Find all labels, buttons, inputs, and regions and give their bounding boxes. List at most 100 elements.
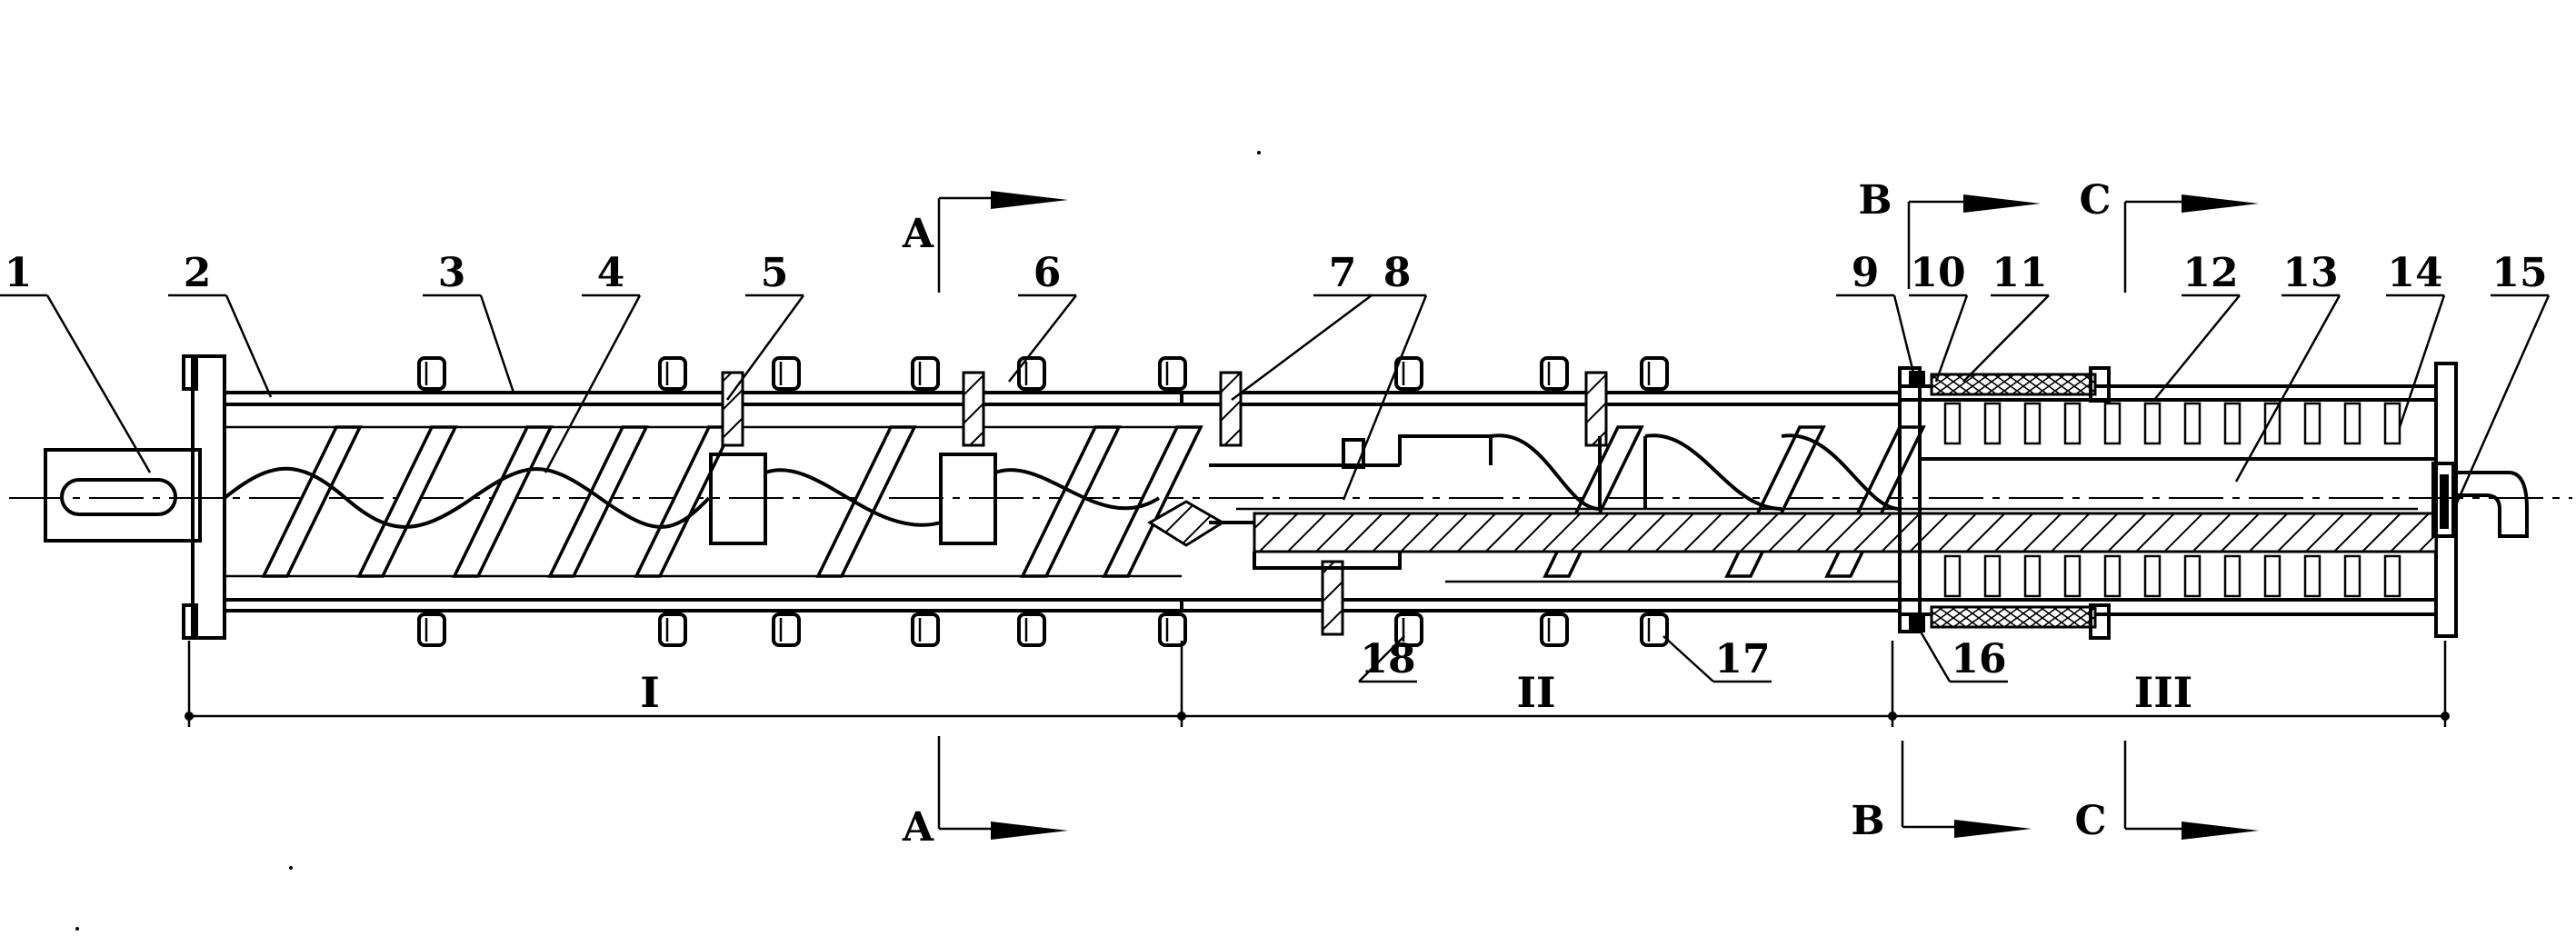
vent-tooth xyxy=(2383,554,2401,598)
bolt xyxy=(1540,612,1569,647)
filter-section xyxy=(1898,366,2529,640)
callout-14: 14 xyxy=(2386,250,2446,428)
callout-label: 16 xyxy=(1951,636,2006,682)
barrel xyxy=(225,362,2458,638)
bolt xyxy=(417,356,446,391)
cut-label-c-top: C xyxy=(2079,177,2111,224)
callout-label: 13 xyxy=(2282,250,2338,296)
vent-tooth xyxy=(2223,554,2242,598)
bolt xyxy=(1540,356,1569,391)
vent-tooth xyxy=(2263,554,2281,598)
screw-flight xyxy=(1543,425,1644,578)
bolt xyxy=(911,612,940,647)
bolt xyxy=(658,356,687,391)
callout-label: 7 xyxy=(1329,250,1357,296)
cut-plane-b xyxy=(1901,194,2041,838)
bolt xyxy=(1017,612,1046,647)
callout-13: 13 xyxy=(2234,250,2341,483)
callout-5: 5 xyxy=(725,250,805,401)
callout-1: 1 xyxy=(0,250,152,473)
bolt xyxy=(911,356,940,391)
section-label-2: II xyxy=(1516,668,1555,717)
callout-label: 18 xyxy=(1360,636,1415,682)
vent-tooth xyxy=(2263,402,2281,445)
callout-label: 1 xyxy=(5,250,33,296)
screw-flight xyxy=(1824,425,1926,578)
screw-flight xyxy=(815,425,917,578)
callout-16: 16 xyxy=(1916,626,2008,683)
vent-tooth xyxy=(2303,402,2321,445)
bolt xyxy=(772,612,801,647)
bolt xyxy=(1017,356,1046,391)
callout-7: 7 xyxy=(1231,250,1373,402)
callout-label: 2 xyxy=(184,250,212,296)
vent-tooth xyxy=(2103,402,2122,445)
restriction-rings xyxy=(721,371,1608,636)
section-label-1: I xyxy=(640,668,660,717)
bolt xyxy=(1158,612,1187,647)
bolt xyxy=(417,612,446,647)
callout-12: 12 xyxy=(2153,250,2241,401)
drive-shaft xyxy=(44,448,202,543)
vent-teeth xyxy=(1943,402,2401,598)
vent-tooth xyxy=(2343,554,2361,598)
callout-4: 4 xyxy=(544,250,642,473)
vent-tooth xyxy=(2023,402,2042,445)
callout-label: 4 xyxy=(597,250,625,296)
callout-label: 5 xyxy=(761,250,789,296)
bolt xyxy=(1394,356,1423,391)
screw-flight xyxy=(356,425,458,578)
screw-flight xyxy=(634,425,735,578)
callout-label: 3 xyxy=(438,250,466,296)
section-label-3: III xyxy=(2134,668,2193,717)
cut-plane-c xyxy=(2123,194,2259,840)
callout-10: 10 xyxy=(1909,250,1969,383)
cut-label-a-top: A xyxy=(902,211,934,257)
screw-flight xyxy=(1724,425,1826,578)
callout-9: 9 xyxy=(1836,250,1915,373)
callout-label: 15 xyxy=(2491,250,2547,296)
callout-label: 11 xyxy=(1992,250,2047,296)
screw-root xyxy=(223,453,1161,545)
callout-label: 6 xyxy=(1033,250,1062,296)
vent-tooth xyxy=(2023,554,2042,598)
callout-label: 17 xyxy=(1714,636,1770,682)
vent-tooth xyxy=(2103,554,2122,598)
cut-label-b-bottom: B xyxy=(1851,798,1884,844)
callout-label: 12 xyxy=(2182,250,2238,296)
vent-tooth xyxy=(2183,554,2202,598)
hollow-shaft xyxy=(1147,433,2438,583)
cut-plane-a xyxy=(937,191,1068,840)
callout-17: 17 xyxy=(1662,635,1772,683)
vent-tooth xyxy=(2383,402,2401,445)
callout-label: 14 xyxy=(2387,250,2442,296)
vent-tooth xyxy=(2303,554,2321,598)
bolt xyxy=(1640,356,1669,391)
vent-tooth xyxy=(2063,554,2082,598)
barrel-bolts xyxy=(417,356,1669,647)
vent-tooth xyxy=(2143,402,2162,445)
screw-flight xyxy=(1020,425,1122,578)
screw-flight xyxy=(547,425,649,578)
callout-15: 15 xyxy=(2452,250,2551,510)
callout-6: 6 xyxy=(1008,250,1077,383)
vent-tooth xyxy=(2183,402,2202,445)
cut-label-a-bottom: A xyxy=(902,804,934,851)
vent-tooth xyxy=(2223,402,2242,445)
vent-tooth xyxy=(2143,554,2162,598)
callout-label: 10 xyxy=(1910,250,1965,296)
callout-2: 2 xyxy=(168,250,273,398)
callout-18: 18 xyxy=(1358,635,1417,683)
bolt xyxy=(772,356,801,391)
cut-label-b-top: B xyxy=(1858,177,1892,224)
callout-label: 9 xyxy=(1852,250,1880,296)
screw-flight xyxy=(261,425,363,578)
callout-3: 3 xyxy=(423,250,515,393)
vent-tooth xyxy=(2063,402,2082,445)
vent-tooth xyxy=(1943,402,1962,445)
dimension-line xyxy=(185,641,2450,727)
callout-11: 11 xyxy=(1962,250,2050,383)
